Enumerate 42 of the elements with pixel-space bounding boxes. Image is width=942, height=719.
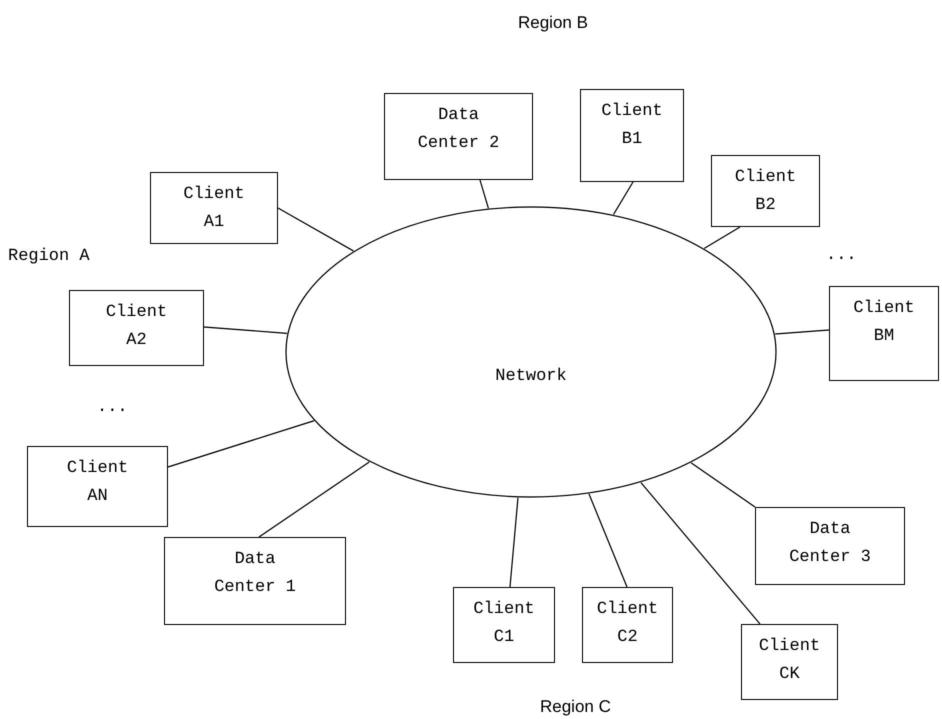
connector-line: [588, 494, 628, 588]
client-box: [580, 89, 684, 182]
client-box: [829, 286, 939, 381]
client-box: [582, 587, 673, 663]
client-box: [453, 587, 555, 663]
node-label: Client AN: [66, 458, 130, 508]
region-label: ...: [97, 397, 128, 419]
node-label: Client BM: [852, 298, 916, 348]
connector-line: [278, 207, 354, 252]
client-box: [711, 155, 820, 227]
client-box: [27, 446, 168, 527]
node-label: Client A1: [182, 184, 246, 234]
node-label: Client C1: [472, 599, 536, 649]
node-label: Data Center 2: [416, 105, 500, 155]
connector-line: [704, 226, 740, 249]
client-box: [69, 290, 204, 366]
connector-line: [204, 326, 288, 334]
connector-line: [690, 462, 756, 508]
node-label: Client A2: [104, 302, 168, 352]
client-box: [384, 93, 533, 180]
node-label: Client CK: [758, 636, 822, 686]
node-label: Data Center 1: [213, 549, 297, 599]
node-label: Client B2: [734, 167, 798, 217]
connector-line: [479, 180, 489, 208]
region-label: ...: [826, 245, 857, 267]
connector-line: [509, 498, 519, 588]
connector-line: [258, 462, 370, 538]
region-label: Region C: [540, 696, 611, 718]
node-label: Data Center 3: [788, 519, 872, 569]
client-box: [755, 507, 905, 585]
connector-line: [168, 420, 314, 468]
client-box: [150, 172, 278, 244]
node-label: Client B1: [600, 101, 664, 151]
client-box: [741, 624, 838, 700]
connector-line: [640, 482, 760, 624]
node-label: Network: [495, 366, 567, 388]
connector-line: [613, 182, 634, 215]
region-label: Region A: [8, 246, 90, 268]
node-label: Client C2: [596, 599, 660, 649]
client-box: [164, 537, 346, 625]
connector-line: [775, 329, 830, 335]
region-label: Region B: [518, 12, 588, 34]
